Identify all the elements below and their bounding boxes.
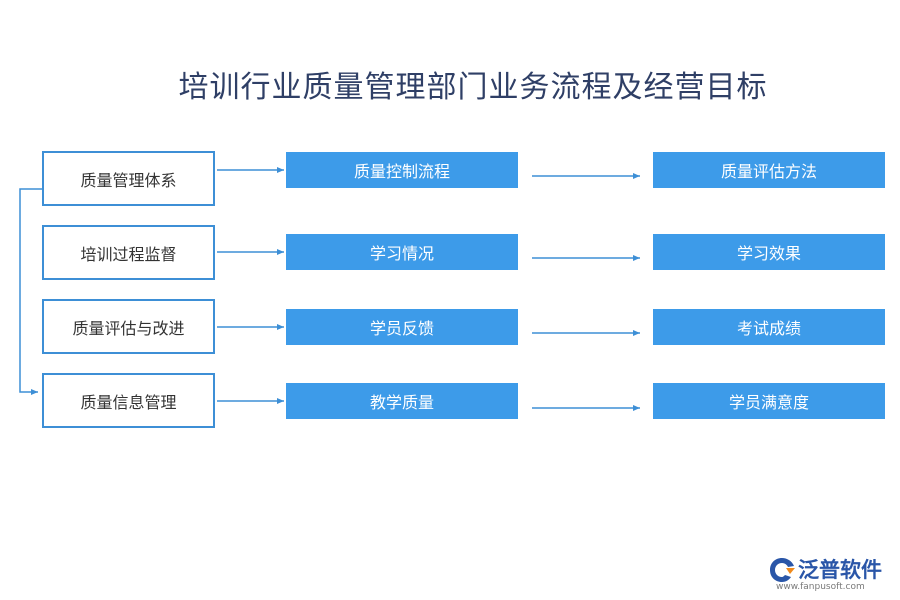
right-box-2: 学习效果 — [653, 234, 885, 270]
logo-mark-icon — [770, 558, 795, 582]
right-box-1: 质量评估方法 — [653, 152, 885, 188]
brand-logo: 泛普软件 www.fanpusoft.com — [768, 552, 894, 596]
diagram-title: 培训行业质量管理部门业务流程及经营目标 — [178, 70, 768, 105]
mid-box-3: 学员反馈 — [286, 309, 518, 345]
logo-name: 泛普软件 — [798, 558, 882, 582]
mid-box-4: 教学质量 — [286, 383, 518, 419]
bracket-connector — [19, 188, 42, 395]
left-box-4: 质量信息管理 — [42, 373, 215, 428]
right-box-4: 学员满意度 — [653, 383, 885, 419]
mid-box-2: 学习情况 — [286, 234, 518, 270]
right-box-3: 考试成绩 — [653, 309, 885, 345]
left-box-1: 质量管理体系 — [42, 151, 215, 206]
left-box-2: 培训过程监督 — [42, 225, 215, 280]
logo-url: www.fanpusoft.com — [776, 582, 865, 592]
left-box-3: 质量评估与改进 — [42, 299, 215, 354]
mid-box-1: 质量控制流程 — [286, 152, 518, 188]
